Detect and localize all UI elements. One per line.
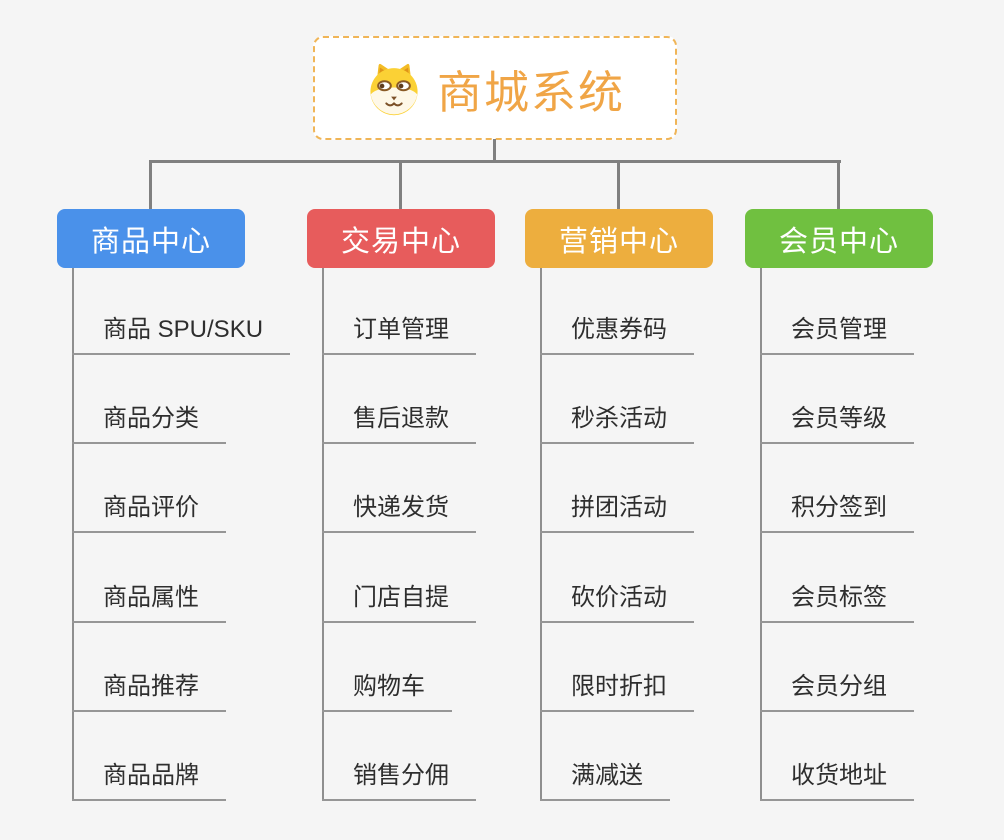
branch-node-4[interactable]: 会员中心 xyxy=(745,209,933,268)
child-node[interactable]: 商品推荐 xyxy=(72,671,226,712)
child-node[interactable]: 订单管理 xyxy=(322,314,476,355)
child-node[interactable]: 售后退款 xyxy=(322,403,476,444)
connector-drop xyxy=(149,160,152,209)
child-node[interactable]: 积分签到 xyxy=(760,492,914,533)
child-node[interactable]: 秒杀活动 xyxy=(540,403,694,444)
child-node[interactable]: 收货地址 xyxy=(760,760,914,801)
root-node[interactable]: 商城系统 xyxy=(313,36,677,140)
child-node[interactable]: 商品 SPU/SKU xyxy=(72,314,291,355)
branch-node-1[interactable]: 商品中心 xyxy=(57,209,245,268)
child-node[interactable]: 会员等级 xyxy=(760,403,914,444)
connector-branch-spine xyxy=(322,268,324,801)
child-node[interactable]: 销售分佣 xyxy=(322,760,476,801)
child-node[interactable]: 拼团活动 xyxy=(540,492,694,533)
child-node[interactable]: 优惠券码 xyxy=(540,314,694,355)
root-title: 商城系统 xyxy=(436,66,625,118)
branch-node-3[interactable]: 营销中心 xyxy=(525,209,713,268)
child-node[interactable]: 限时折扣 xyxy=(540,671,694,712)
child-node[interactable]: 商品属性 xyxy=(72,582,226,623)
connector-drop xyxy=(399,160,402,209)
child-node[interactable]: 门店自提 xyxy=(322,582,476,623)
connector-root-stem xyxy=(493,139,496,162)
child-node[interactable]: 商品评价 xyxy=(72,492,226,533)
child-node[interactable]: 满减送 xyxy=(540,760,670,801)
child-node[interactable]: 快递发货 xyxy=(322,492,476,533)
connector-drop xyxy=(837,160,840,209)
connector-drop xyxy=(617,160,620,209)
child-node[interactable]: 砍价活动 xyxy=(540,582,694,623)
child-node[interactable]: 会员标签 xyxy=(760,582,914,623)
branch-node-2[interactable]: 交易中心 xyxy=(307,209,495,268)
connector-branch-spine xyxy=(72,268,74,801)
connector-branch-spine xyxy=(760,268,762,801)
connector-branch-spine xyxy=(540,268,542,801)
dog-face-icon xyxy=(365,59,423,117)
child-node[interactable]: 会员分组 xyxy=(760,671,914,712)
child-node[interactable]: 会员管理 xyxy=(760,314,914,355)
child-node[interactable]: 商品品牌 xyxy=(72,760,226,801)
connector-bus xyxy=(149,160,841,163)
child-node[interactable]: 购物车 xyxy=(322,671,452,712)
child-node[interactable]: 商品分类 xyxy=(72,403,226,444)
